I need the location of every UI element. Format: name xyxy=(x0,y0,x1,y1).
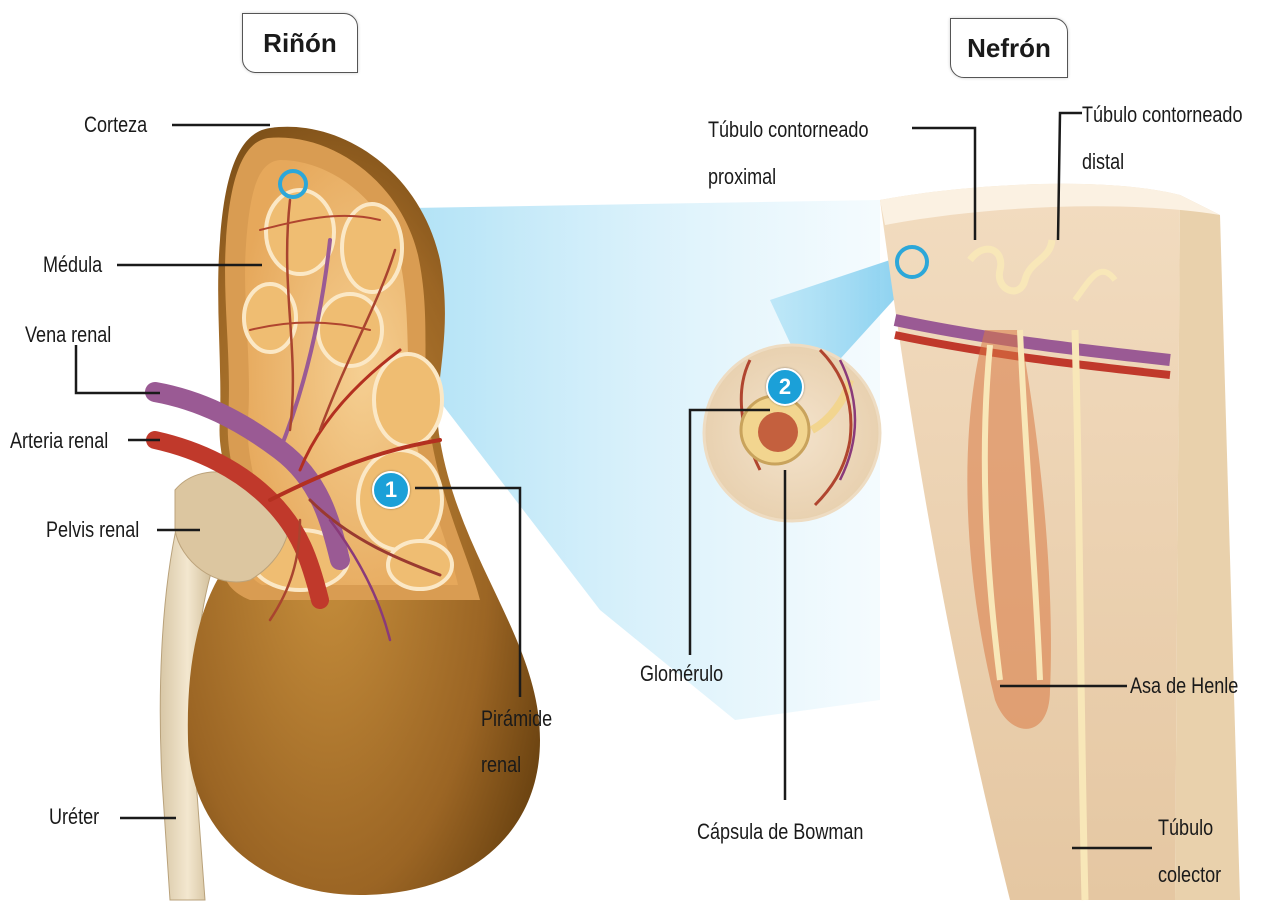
title-rinon: Riñón xyxy=(242,13,358,73)
label-piramide-renal-line1: Pirámide xyxy=(481,702,552,736)
label-tubulo-distal-line2: distal xyxy=(1082,145,1124,179)
badge-2: 2 xyxy=(766,368,804,406)
label-tubulo-proximal-line2: proximal xyxy=(708,160,776,194)
label-asa-henle: Asa de Henle xyxy=(1130,669,1238,703)
nephron-block xyxy=(880,184,1240,900)
label-ureter: Uréter xyxy=(49,800,99,834)
label-tubulo-colector-line2: colector xyxy=(1158,858,1221,892)
title-nefron: Nefrón xyxy=(950,18,1068,78)
label-arteria-renal: Arteria renal xyxy=(10,424,108,458)
label-capsula-bowman: Cápsula de Bowman xyxy=(697,815,863,849)
badge-1: 1 xyxy=(372,471,410,509)
label-piramide-renal-line2: renal xyxy=(481,748,521,782)
label-corteza: Corteza xyxy=(84,108,147,142)
label-tubulo-distal-line1: Túbulo contorneado xyxy=(1082,98,1242,132)
label-tubulo-colector-line1: Túbulo xyxy=(1158,811,1213,845)
label-vena-renal: Vena renal xyxy=(25,318,111,352)
label-medula: Médula xyxy=(43,248,102,282)
label-tubulo-proximal-line1: Túbulo contorneado xyxy=(708,113,868,147)
label-pelvis-renal: Pelvis renal xyxy=(46,513,139,547)
label-glomerulo: Glomérulo xyxy=(640,657,723,691)
